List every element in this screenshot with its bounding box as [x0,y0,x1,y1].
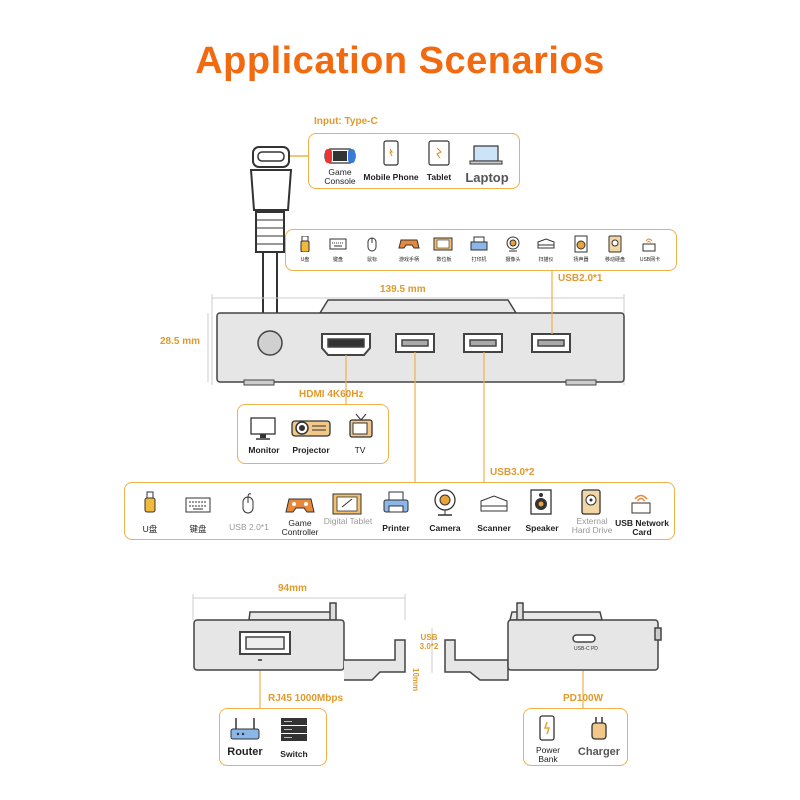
pd-label: PD100W [563,693,604,704]
usb2-devices-box: U盘 键盘 鼠标 游戏手柄 数位板 打印机 摄像头 扫描仪 扬声器 移动硬盘 U… [285,229,677,271]
usb3-devices-box: U盘 键盘 USB 2.0*1 Game Controller Digital … [124,482,675,540]
usb2-item-4: 数位板 [436,257,452,263]
gamepad-icon [398,239,420,249]
hub-side-view-left [193,602,406,681]
usb3-device-2: USB 2.0*1 [229,522,269,532]
hdmi-device-2: TV [354,445,366,455]
charger-icon [591,717,607,740]
keyboard-icon [329,238,347,250]
input-device-2: Tablet [426,172,452,182]
usb2-item-7: 扫描仪 [538,257,554,263]
switch-icon [281,718,307,741]
usb3-label: USB3.0*2 [490,467,535,478]
usb3-device-3: Game Controller [281,518,319,537]
usb3-device-8: Speaker [525,523,559,533]
usb2-item-8: 扬声器 [573,257,589,263]
mobile-phone-icon [383,140,399,166]
usb2-item-0: U盘 [300,257,310,263]
speaker-icon [530,489,552,515]
input-device-1: Mobile Phone [363,172,419,182]
hub-front-view [216,299,625,386]
usb3-device-4: Digital Tablet [323,516,373,526]
usb2-item-5: 打印机 [471,257,487,263]
external-hard-drive-icon [581,489,601,515]
hdmi-label: HDMI 4K60Hz [299,389,364,400]
usb2-item-3: 游戏手柄 [398,257,419,263]
usb3-device-10: USB Network Card [615,518,669,537]
side-height-dimension: 10mm [411,668,420,692]
page-title: Application Scenarios [195,40,605,82]
scanner-icon [537,238,555,249]
usb-drive-icon [144,491,156,513]
pd-port-label: USB-C PD [574,646,598,652]
rj45-label: RJ45 1000Mbps [268,693,344,704]
usb-network-card-icon [631,494,651,514]
rj45-device-1: Switch [280,749,308,759]
usb2-item-9: 移动硬盘 [604,257,625,263]
router-icon [230,718,260,740]
printer-icon [383,491,409,513]
usb2-item-10: USB网卡 [639,257,661,263]
rj45-devices-box: Router Switch [219,708,327,766]
monitor-icon [250,417,276,440]
rj45-device-0: Router [227,746,263,758]
usb3-device-0: U盘 [142,524,158,534]
usb3-device-7: Scanner [477,523,511,533]
usb2-item-6: 摄像头 [505,257,521,263]
usb3-device-5: Printer [382,523,410,533]
input-device-0: Game Console [324,167,356,186]
hdmi-devices-box: Monitor Projector TV [237,404,389,464]
digital-tablet-icon [332,493,362,515]
usb-network-card-icon [642,238,656,252]
speaker-icon [574,235,588,253]
hdmi-device-1: Projector [292,445,330,455]
usb2-label: USB2.0*1 [558,273,603,284]
camera-icon [434,489,456,516]
mouse-icon [242,493,254,514]
input-device-3: Laptop [465,170,509,185]
pd-device-0: Power Bank [535,745,561,764]
laptop-icon [469,145,503,165]
usb-drive-icon [300,236,310,252]
power-bank-icon [539,715,555,741]
usb2-item-1: 键盘 [332,257,343,263]
digital-tablet-icon [433,237,453,251]
hard-drive-icon [608,235,622,253]
webcam-icon [506,236,520,252]
keyboard-icon [185,497,211,513]
input-devices-box: Game Console Mobile Phone Tablet Laptop [308,133,520,189]
input-label: Input: Type-C [314,116,378,127]
usb2-item-2: 鼠标 [366,257,377,263]
width-dimension: 139.5 mm [380,284,426,295]
tv-icon [349,413,373,438]
height-dimension: 28.5 mm [160,336,201,347]
gamepad-icon [285,498,315,513]
pd-device-1: Charger [577,746,621,758]
projector-icon [291,420,331,437]
usb3-device-1: 键盘 [189,524,207,534]
side-width-dimension: 94mm [278,583,307,594]
printer-icon [470,236,488,251]
mouse-icon [367,237,377,252]
hdmi-device-0: Monitor [248,445,280,455]
usb3-device-6: Camera [429,523,461,533]
pd-devices-box: Power Bank Charger [523,708,628,766]
game-console-icon [324,148,356,164]
side-usb-label: USB 3.0*2 [419,633,439,651]
tablet-icon [428,140,450,166]
usb3-device-9: External Hard Drive [571,516,613,535]
hub-side-view-right [444,602,662,681]
scanner-icon [480,495,508,512]
